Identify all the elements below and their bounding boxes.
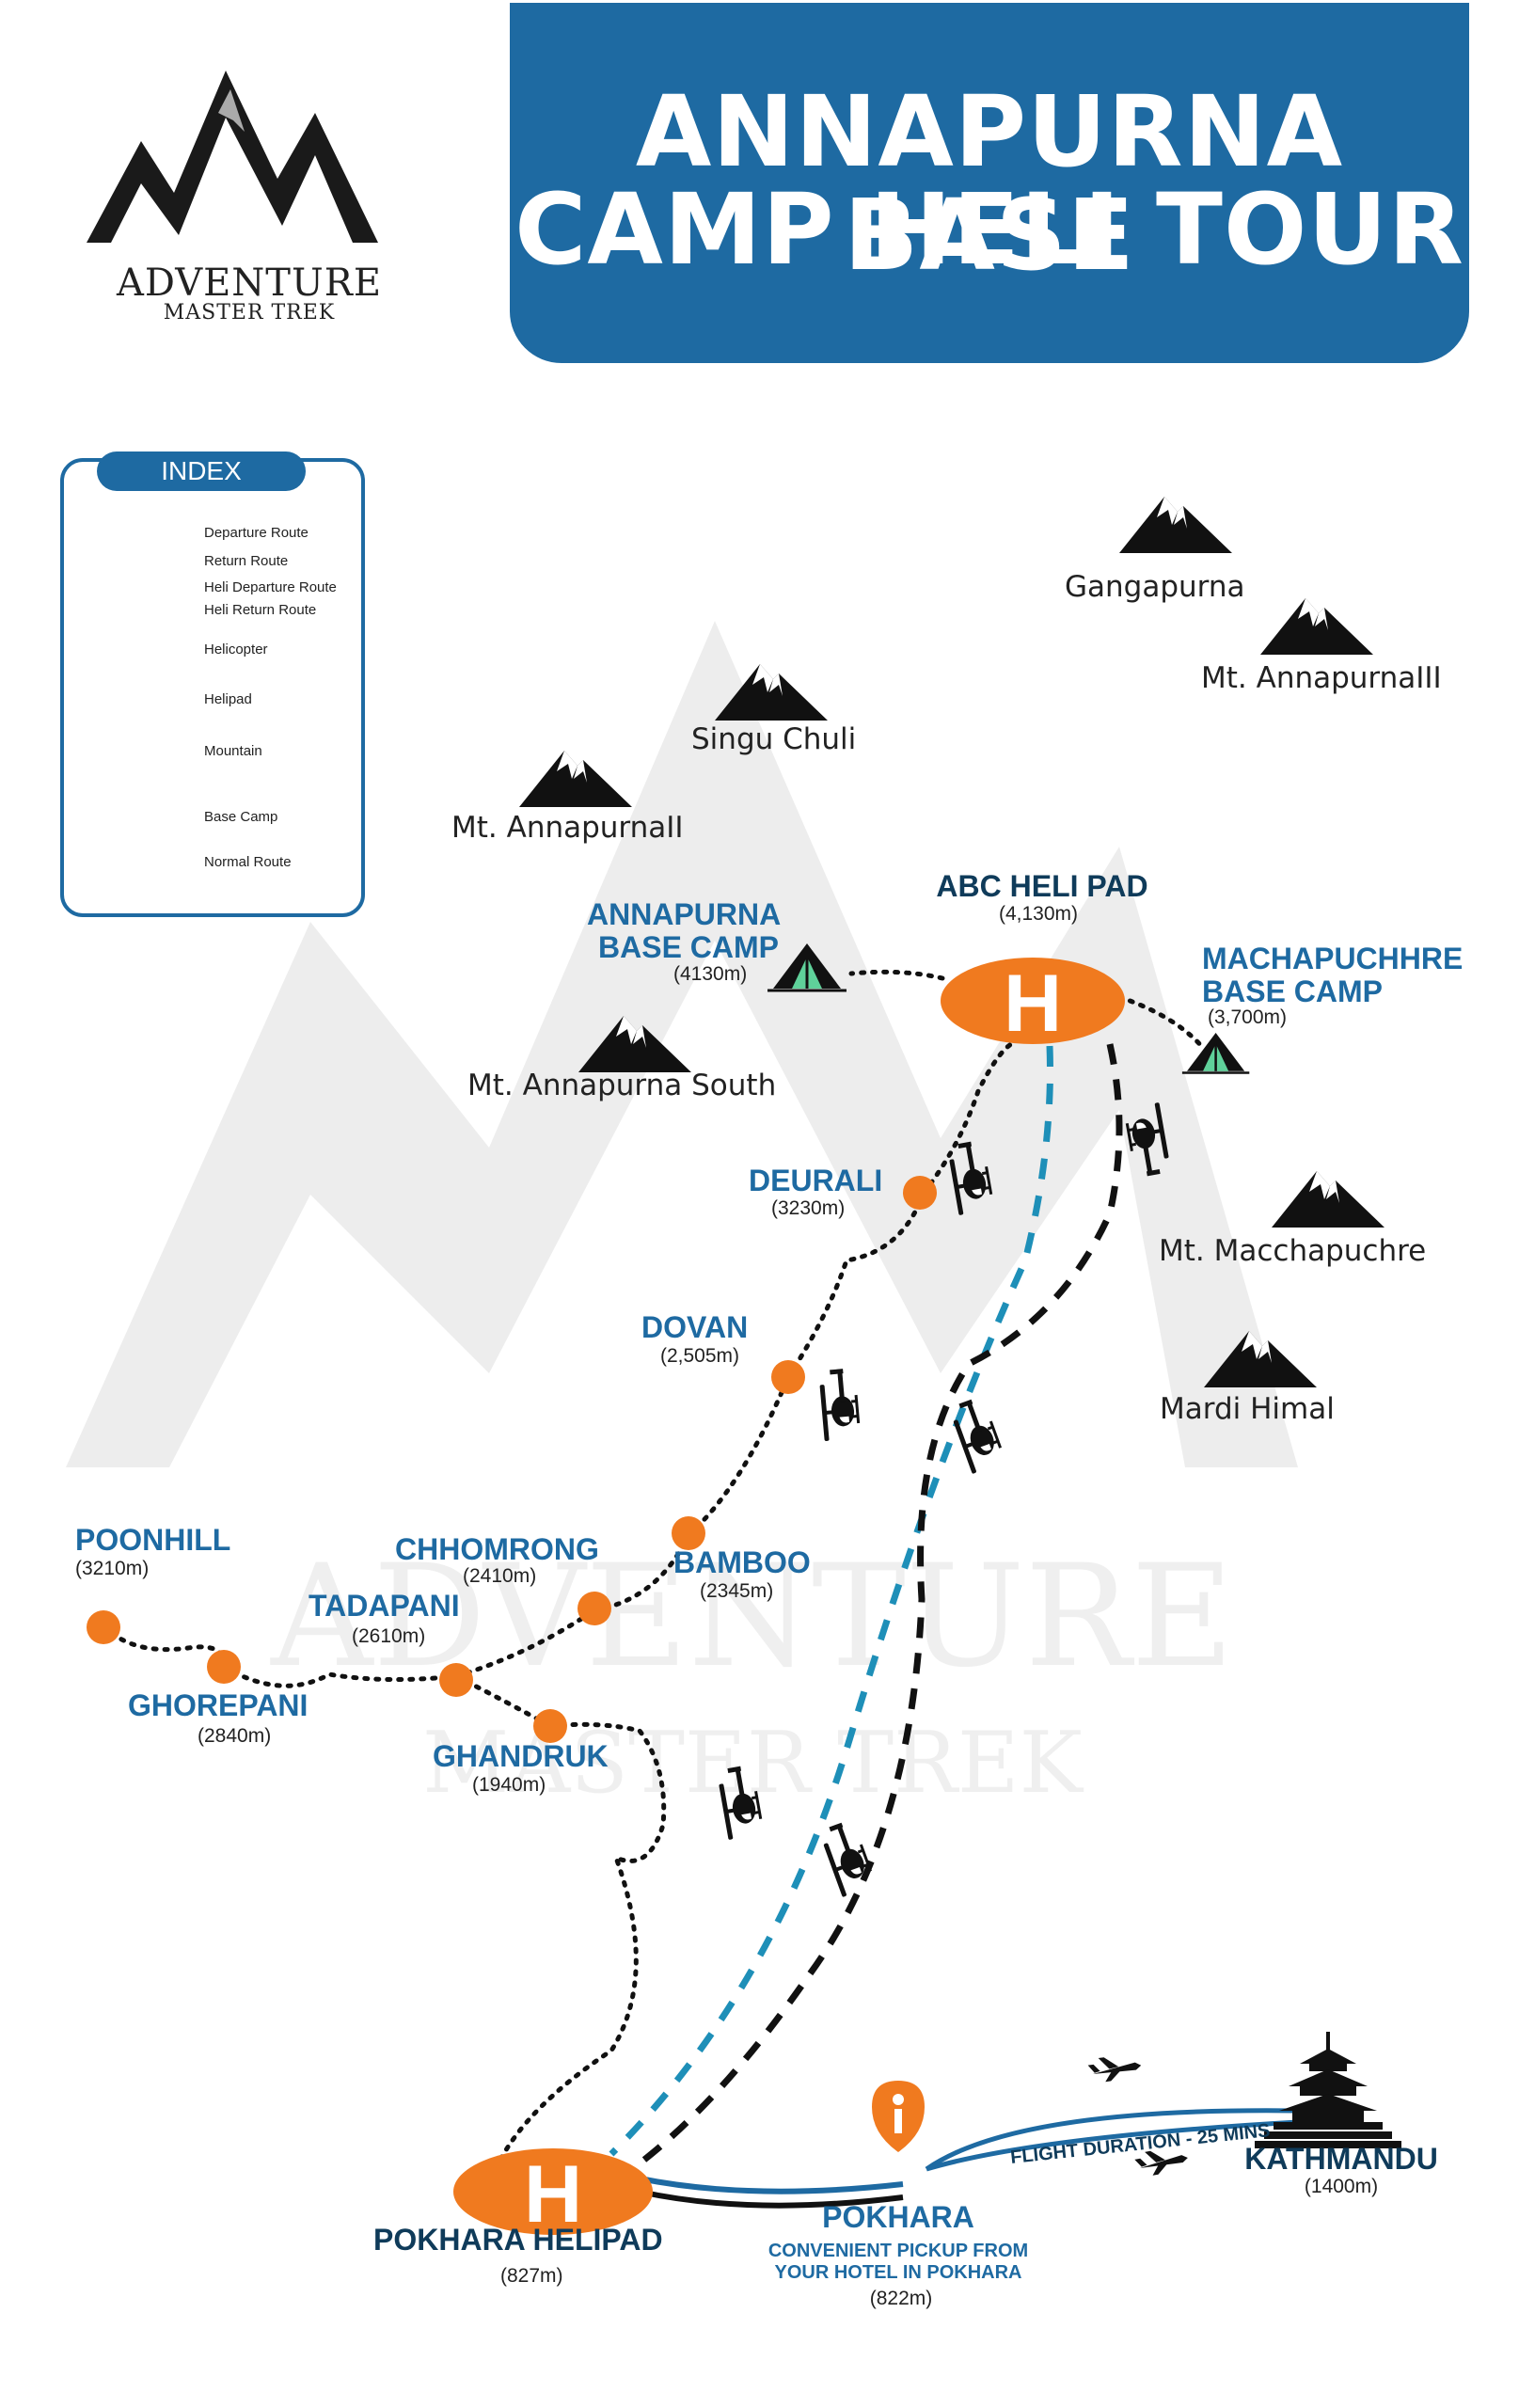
stop-chhomrong (578, 1592, 611, 1625)
place-abc-helipad: ABC HELI PAD (936, 869, 1148, 903)
place-abc-line1: ANNAPURNA (587, 897, 782, 931)
place-bamboo: BAMBOO (673, 1545, 811, 1579)
place-dovan: DOVAN (641, 1310, 749, 1344)
mountain-icon (1119, 497, 1232, 553)
logo-mountain (87, 71, 378, 243)
place-mbc-line1: MACHAPUCHHRE (1202, 942, 1464, 975)
watermark-sub: MASTER TREK (422, 1714, 1084, 1813)
place-abc-line2: BASE CAMP (598, 930, 780, 964)
temple-icon (1255, 2032, 1401, 2148)
mountain-label-macchapuchre: Mt. Macchapuchre (1159, 1234, 1427, 1268)
helicopter-icon (948, 1395, 1007, 1475)
mountain-label-annapurna-south: Mt. Annapurna South (467, 1069, 777, 1102)
location-pin-icon (872, 2081, 925, 2152)
place-deurali: DEURALI (749, 1164, 883, 1197)
stop-tadapani (439, 1663, 473, 1697)
svg-text:H: H (1004, 958, 1062, 1049)
place-pokhara: POKHARA (822, 2200, 974, 2234)
logo-name: ADVENTURE (116, 261, 383, 305)
place-tadapani: TADAPANI (309, 1589, 460, 1623)
legend-label: Normal Route (204, 854, 292, 870)
alt-bamboo: (2345m) (700, 1580, 774, 1602)
alt-pokhara: (822m) (869, 2288, 933, 2309)
alt-chhomrong: (2410m) (463, 1565, 537, 1587)
legend-label: Helipad (204, 691, 252, 707)
legend-label: Heli Return Route (204, 602, 317, 618)
legend-label: Helicopter (204, 642, 268, 657)
legend-label: Base Camp (204, 809, 278, 825)
index-legend (60, 458, 365, 917)
plane-icon (1086, 2052, 1143, 2084)
place-chhomrong: CHHOMRONG (395, 1532, 599, 1566)
svg-text:H: H (524, 2149, 582, 2240)
legend-label: Mountain (204, 743, 262, 759)
alt-tadapani: (2610m) (352, 1625, 426, 1647)
alt-abc: (4130m) (673, 963, 748, 985)
mountain-icon (519, 751, 632, 807)
pokhara-note-line2: YOUR HOTEL IN POKHARA (774, 2262, 1022, 2283)
alt-pokhara-helipad: (827m) (500, 2265, 563, 2287)
index-title: INDEX (97, 452, 306, 491)
mountain-label-annapurna2: Mt. AnnapurnaII (451, 811, 684, 845)
place-pokhara-helipad: POKHARA HELIPAD (373, 2223, 663, 2257)
alt-ghandruk: (1940m) (472, 1774, 546, 1796)
place-ghorepani: GHOREPANI (128, 1688, 309, 1722)
mountain-label-singu: Singu Chuli (691, 722, 857, 756)
watermark-name: ADVENTURE (270, 1535, 1234, 1699)
stop-ghorepani (207, 1650, 241, 1684)
legend-label: Departure Route (204, 525, 309, 541)
pokhara-note-line1: CONVENIENT PICKUP FROM (767, 2241, 1029, 2261)
alt-deurali: (3230m) (771, 1197, 846, 1219)
place-poonhill: POONHILL (75, 1523, 231, 1557)
place-mbc-line2: BASE CAMP (1202, 974, 1384, 1008)
mountain-icon (1272, 1171, 1385, 1228)
mountain-label-annapurna3: Mt. AnnapurnaIII (1201, 661, 1442, 695)
mountain-icon (1260, 598, 1373, 655)
legend-label: Heli Departure Route (204, 579, 337, 595)
title-banner: ANNAPURNA BASE CAMP HELI TOUR (510, 3, 1469, 363)
mountain-label-gangapurna: Gangapurna (1065, 570, 1245, 604)
alt-mbc: (3,700m) (1208, 1006, 1288, 1028)
place-ghandruk: GHANDRUK (433, 1739, 609, 1773)
heli-departure-route (609, 1045, 1053, 2157)
departure-route (639, 2176, 904, 2194)
place-kathmandu: KATHMANDU (1244, 2142, 1438, 2176)
pokhara-helipad-icon: H (453, 2148, 653, 2240)
legend-label: Return Route (204, 553, 289, 569)
abc-helipad-icon: H (941, 958, 1125, 1049)
alt-poonhill: (3210m) (75, 1558, 150, 1579)
stop-deurali (903, 1176, 937, 1210)
watermark-logo (66, 621, 1298, 1467)
helicopter-icon (818, 1368, 862, 1442)
helicopter-icon (818, 1818, 878, 1898)
stop-ghandruk (533, 1709, 567, 1743)
alt-kathmandu: (1400m) (1304, 2176, 1379, 2197)
title-line-2: CAMP HELI TOUR (514, 172, 1464, 287)
stop-bamboo (672, 1516, 705, 1550)
return-route (639, 2189, 904, 2209)
base-camp-icon (1180, 1031, 1251, 1074)
title-line-1: ANNAPURNA BASE (635, 74, 1344, 293)
flight-route (925, 2108, 1299, 2172)
alt-dovan: (2,505m) (660, 1345, 740, 1367)
alt-ghorepani: (2840m) (198, 1725, 272, 1747)
stop-dovan (771, 1360, 805, 1394)
mountain-label-mardi: Mardi Himal (1160, 1392, 1335, 1426)
logo-sub: MASTER TREK (163, 301, 336, 325)
heli-return-route (637, 1043, 1123, 2166)
stop-poonhill (87, 1610, 120, 1644)
alt-abc-helipad: (4,130m) (998, 903, 1079, 925)
